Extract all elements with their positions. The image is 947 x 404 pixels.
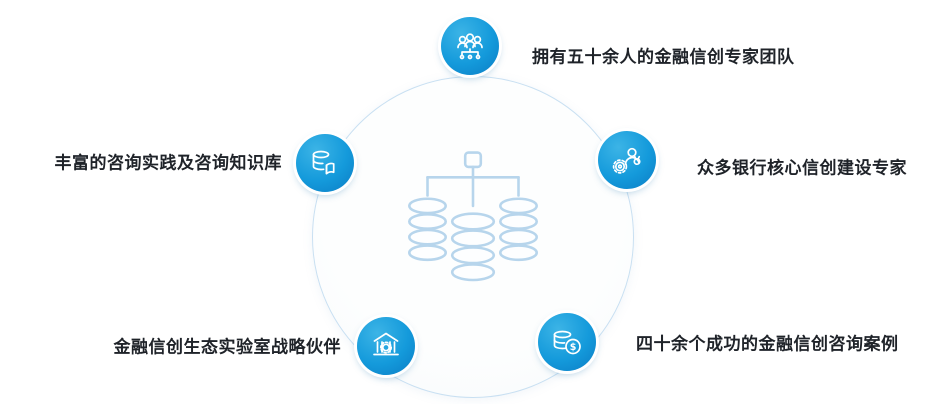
coins-dollar-icon: $ xyxy=(538,313,596,371)
team-icon xyxy=(441,17,499,75)
svg-text:$: $ xyxy=(570,342,577,353)
database-cluster-icon xyxy=(395,149,551,326)
feature-label-knowledge: 丰富的咨询实践及咨询知识库 xyxy=(54,153,282,173)
database-book-icon xyxy=(296,134,354,192)
feature-label-cases: 四十余个成功的金融信创咨询案例 xyxy=(636,334,899,354)
expert-gear-icon xyxy=(598,131,656,189)
feature-label-team: 拥有五十余人的金融信创专家团队 xyxy=(532,47,795,67)
bank-gear-icon xyxy=(357,317,415,375)
feature-label-lab: 金融信创生态实验室战略伙伴 xyxy=(113,337,341,357)
feature-label-expert: 众多银行核心信创建设专家 xyxy=(697,158,907,178)
